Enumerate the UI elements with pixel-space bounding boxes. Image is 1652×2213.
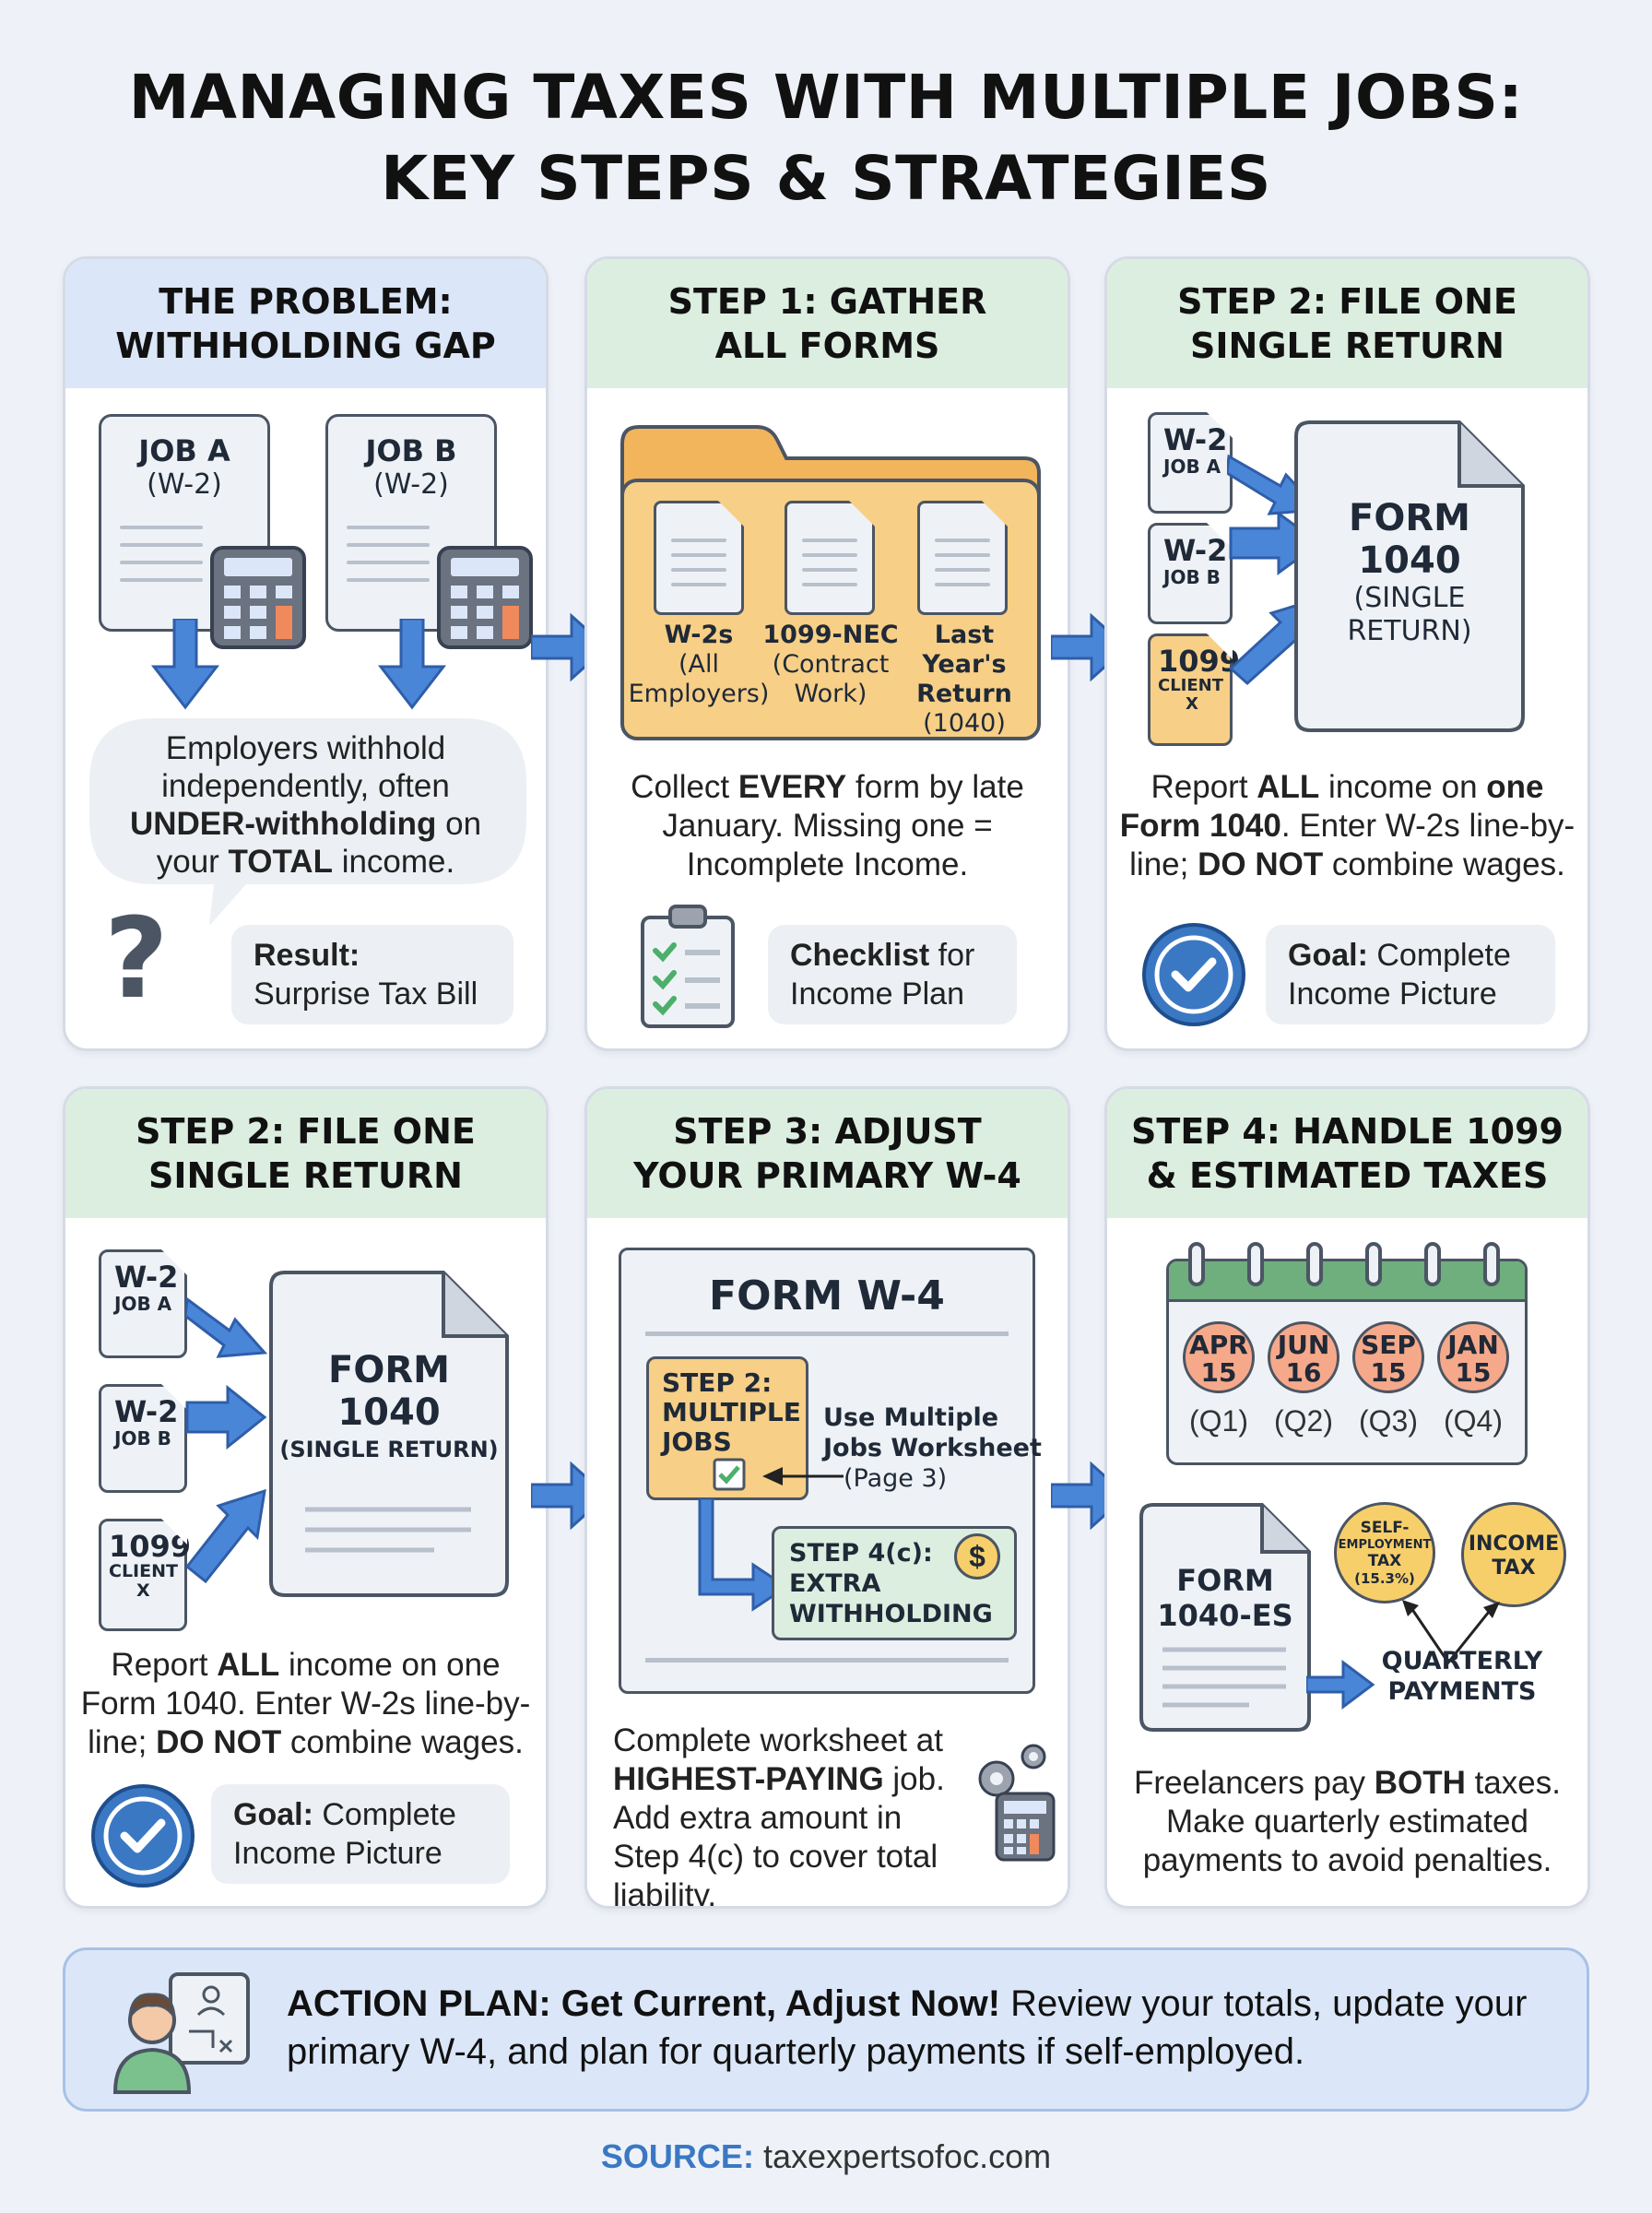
panel-header: STEP 4: HANDLE 1099& ESTIMATED TAXES <box>1107 1089 1587 1218</box>
down-arrow-icon <box>150 619 220 710</box>
panel-header: THE PROBLEM:WITHHOLDING GAP <box>65 259 546 388</box>
checkmark-circle-icon <box>91 1784 195 1888</box>
problem-description: Employers withhold independently, often … <box>129 730 482 880</box>
quarter-label: (Q2) <box>1274 1404 1333 1438</box>
elbow-arrow-icon <box>698 1498 789 1612</box>
person-planning-icon <box>112 1972 250 2094</box>
file-description: Report ALL income on one Form 1040. Ente… <box>1119 769 1575 882</box>
document-icon <box>785 501 875 615</box>
dollar-coin-icon: $ <box>954 1533 1000 1580</box>
form-1040-es-document <box>1139 1503 1311 1732</box>
checkbox-checked-icon <box>713 1458 746 1491</box>
checklist-callout: Checklist for Income Plan <box>768 925 1017 1024</box>
calculator-icon <box>437 546 533 649</box>
converge-arrows-icon <box>1402 1600 1500 1665</box>
document-icon <box>917 501 1008 615</box>
w4-description: Complete worksheet at HIGHEST-PAYING job… <box>613 1722 945 1909</box>
right-arrow-icon <box>1306 1660 1375 1710</box>
quarter-label: (Q4) <box>1444 1404 1503 1438</box>
question-mark-icon: ? <box>104 895 169 1024</box>
panel-problem: THE PROBLEM:WITHHOLDING GAP JOB A (W-2) … <box>63 256 549 1051</box>
form-1040-document <box>269 1271 509 1597</box>
estimated-description: Freelancers pay BOTH taxes. Make quarter… <box>1134 1765 1561 1878</box>
document-icon <box>654 501 744 615</box>
job-a-document: JOB A (W-2) <box>99 414 270 632</box>
calculator-icon <box>210 546 306 649</box>
gear-calculator-icon <box>978 1744 1056 1862</box>
down-arrow-icon <box>377 619 447 710</box>
action-plan-text: ACTION PLAN: Get Current, Adjust Now! Re… <box>287 1983 1528 2072</box>
goal-callout: Goal: Complete Income Picture <box>211 1784 510 1884</box>
speech-bubble <box>89 718 526 926</box>
quarter-label: (Q3) <box>1359 1404 1418 1438</box>
goal-callout: Goal: Complete Income Picture <box>1266 925 1555 1024</box>
pointer-arrow-icon <box>762 1467 844 1485</box>
gather-description: Collect EVERY form by late January. Miss… <box>631 769 1024 882</box>
source-credit: SOURCE: taxexpertsofoc.com <box>600 2137 1052 2175</box>
file-description: Report ALL income on one Form 1040. Ente… <box>80 1647 531 1760</box>
checkmark-circle-icon <box>1142 923 1245 1026</box>
panel-estimated-taxes: STEP 4: HANDLE 1099& ESTIMATED TAXES APR… <box>1104 1086 1590 1909</box>
result-callout: Result: Surprise Tax Bill <box>231 925 513 1024</box>
merge-arrows-icon <box>185 1296 268 1584</box>
quarter-label: (Q1) <box>1189 1404 1248 1438</box>
action-plan-banner: ACTION PLAN: Get Current, Adjust Now! Re… <box>63 1947 1589 2112</box>
page-title: MANAGING TAXES WITH MULTIPLE JOBS: KEY S… <box>128 62 1524 214</box>
form-1040-document <box>1294 420 1525 732</box>
checklist-icon <box>641 905 735 1028</box>
calendar-rings <box>1188 1242 1500 1286</box>
